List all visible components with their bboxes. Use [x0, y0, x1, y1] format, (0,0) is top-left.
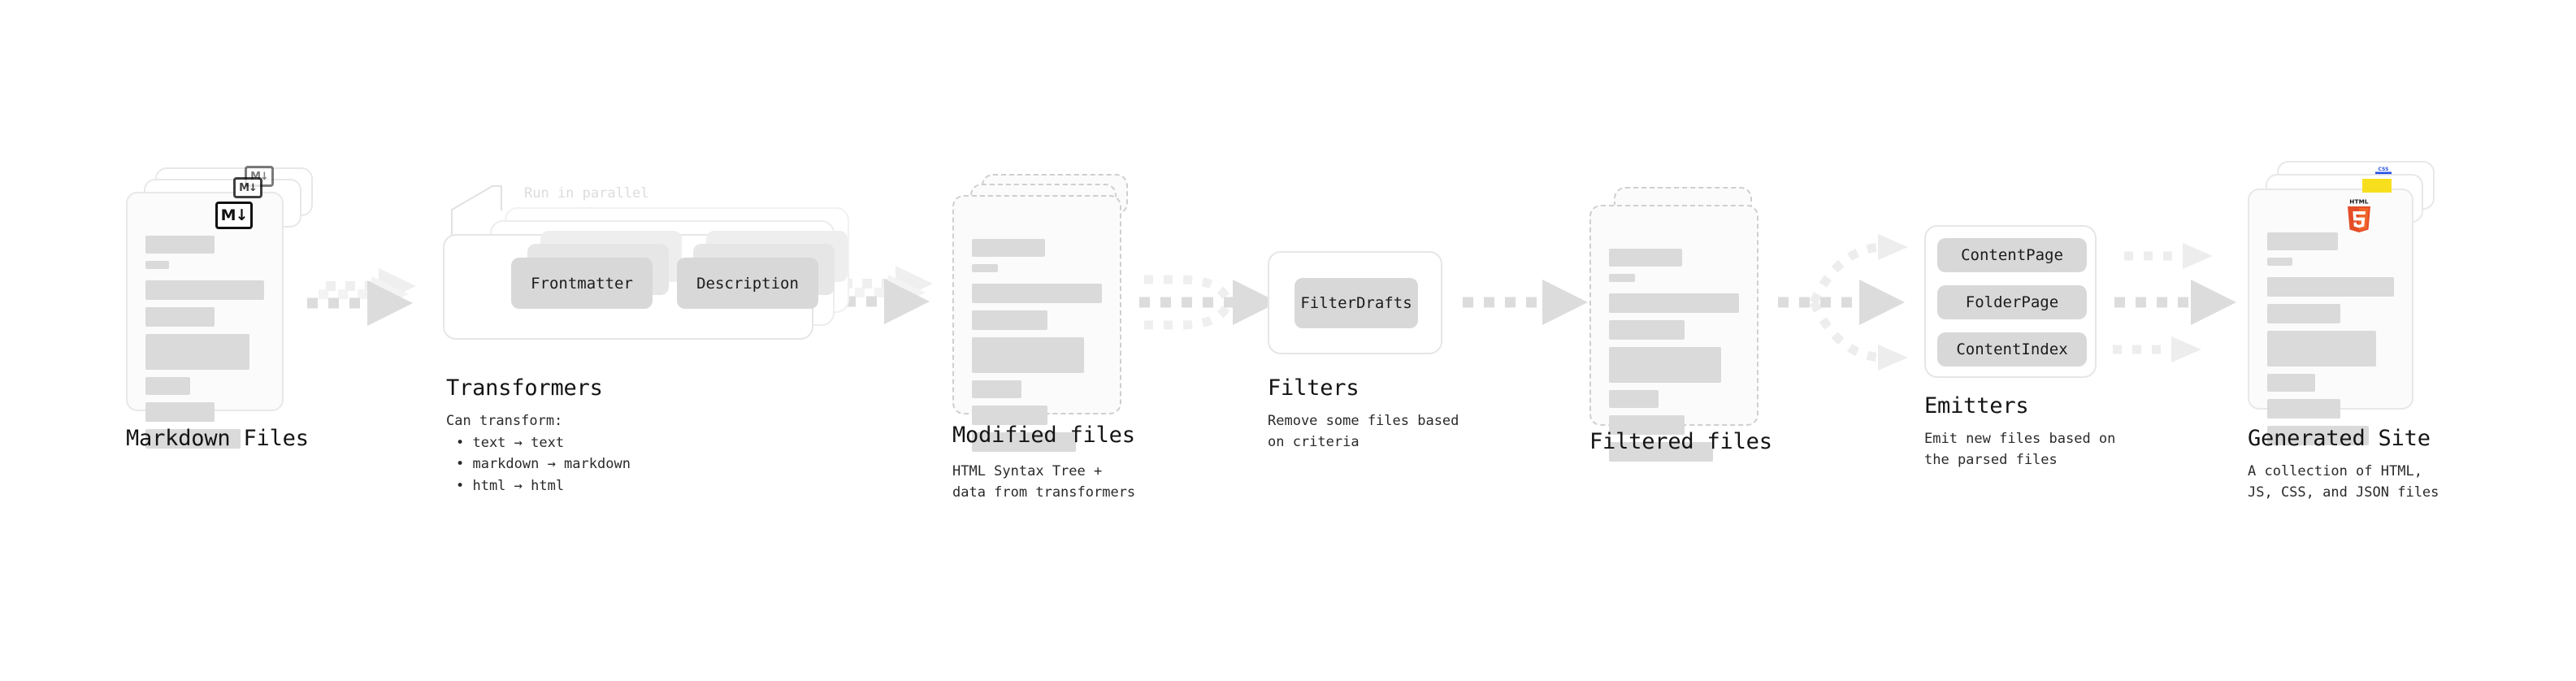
modified-placeholder-lines [972, 239, 1102, 459]
stage-title-emitters: Emitters [1924, 393, 2029, 419]
filtered-file-front [1589, 205, 1759, 462]
transformer-chip-frontmatter[interactable]: Frontmatter [511, 258, 653, 309]
svg-text:CSS: CSS [2379, 167, 2389, 172]
placeholder-line [972, 264, 998, 272]
stage-transformers: Frontmatter Description [443, 207, 849, 362]
emitters-panel: ContentPage FolderPage ContentIndex [1924, 225, 2097, 378]
arrow-filtered-to-emitters [1778, 234, 1908, 371]
emitter-chip-folderpage[interactable]: FolderPage [1937, 285, 2087, 319]
placeholder-line [1609, 249, 1682, 267]
placeholder-line [1609, 320, 1685, 340]
js-badge [2362, 179, 2392, 193]
placeholder-line [2267, 331, 2377, 367]
placeholder-line [1609, 390, 1659, 408]
markdown-badge-label: M↓ [220, 206, 249, 224]
filters-subtitle: Remove some files based on criteria [1268, 413, 1459, 450]
stage-title-markdown-files: Markdown Files [126, 426, 309, 451]
placeholder-line [1609, 274, 1635, 282]
placeholder-line [1609, 442, 1713, 462]
emitter-chip-contentpage[interactable]: ContentPage [1937, 238, 2087, 272]
stage-title-filters: Filters [1268, 375, 1360, 401]
arrow-modified-to-filters [1139, 275, 1278, 330]
placeholder-line [145, 236, 215, 254]
placeholder-line [145, 261, 170, 269]
placeholder-line [972, 239, 1045, 257]
markdown-badge-back-1: M↓ [233, 177, 262, 198]
modified-files-subtitle: HTML Syntax Tree + data from transformer… [952, 463, 1136, 501]
placeholder-line [972, 380, 1021, 398]
filters-panel: FilterDrafts [1268, 251, 1442, 354]
markdown-file-front [126, 192, 284, 449]
markdown-placeholder-lines [145, 236, 264, 456]
html5-badge: HTML [2343, 197, 2375, 234]
placeholder-line [2267, 426, 2369, 445]
placeholder-line [145, 377, 191, 395]
placeholder-line [2267, 277, 2394, 297]
arrow-emitters-to-site [2113, 243, 2236, 362]
placeholder-line [145, 307, 215, 327]
transformers-bullet-2: • html → html [456, 478, 565, 494]
emitters-subtitle: Emit new files based on the parsed files [1924, 431, 2116, 468]
placeholder-line [145, 429, 241, 449]
site-file-html [2248, 189, 2413, 445]
placeholder-line [1609, 293, 1739, 313]
placeholder-line [972, 432, 1076, 452]
transformers-subtitle: Can transform: [446, 413, 563, 429]
placeholder-line [1609, 415, 1685, 435]
markdown-badge-label: M↓ [239, 181, 258, 194]
placeholder-line [145, 402, 215, 422]
stage-title-modified-files: Modified files [952, 423, 1135, 448]
filtered-placeholder-lines [1609, 249, 1739, 469]
transformers-bullet-0: • text → text [456, 435, 565, 451]
filter-chip-filterdrafts[interactable]: FilterDrafts [1295, 278, 1418, 328]
generated-site-subtitle: A collection of HTML, JS, CSS, and JSON … [2248, 463, 2439, 501]
site-placeholder-lines [2267, 232, 2394, 453]
placeholder-line [2267, 232, 2339, 250]
placeholder-line [2267, 258, 2293, 266]
placeholder-line [972, 406, 1047, 425]
arrow-filters-to-filtered [1463, 280, 1588, 325]
placeholder-line [972, 284, 1102, 303]
stage-modified-files [952, 174, 1139, 452]
placeholder-line [2267, 304, 2341, 323]
modified-file-front [952, 195, 1121, 452]
transformers-bullet-1: • markdown → markdown [456, 456, 631, 472]
transformer-chip-description[interactable]: Description [677, 258, 818, 309]
placeholder-line [972, 310, 1047, 330]
css-badge: CSS [2374, 163, 2393, 175]
stage-title-filtered-files: Filtered files [1589, 429, 1772, 454]
stage-title-transformers: Transformers [446, 375, 603, 401]
stage-title-generated-site: Generated Site [2248, 426, 2431, 451]
placeholder-line [145, 334, 250, 370]
placeholder-line [2267, 399, 2341, 419]
stage-filtered-files [1589, 187, 1776, 462]
placeholder-line [2267, 374, 2316, 392]
placeholder-line [145, 280, 264, 300]
stage-generated-site: CSS HTML [2248, 161, 2451, 445]
svg-text:HTML: HTML [2349, 198, 2369, 206]
stage-markdown-files: M↓ M↓ M↓ [126, 166, 313, 449]
markdown-file-stack: M↓ M↓ M↓ [126, 166, 313, 449]
placeholder-line [972, 337, 1084, 373]
arrow-markdown-to-transformers [307, 268, 416, 326]
placeholder-line [1609, 347, 1721, 383]
markdown-badge-front: M↓ [215, 202, 253, 229]
emitter-chip-contentindex[interactable]: ContentIndex [1937, 332, 2087, 367]
run-in-parallel-note: Run in parallel [524, 185, 649, 202]
